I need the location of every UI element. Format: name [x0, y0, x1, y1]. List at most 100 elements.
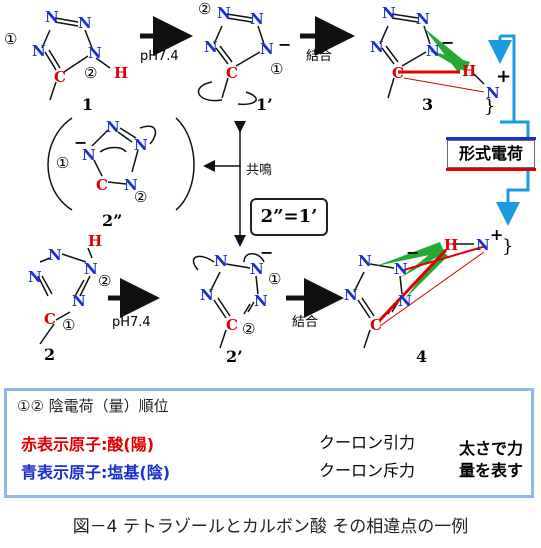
atom-h: H: [88, 232, 102, 250]
atom-n: N: [82, 146, 96, 164]
atom-n: N: [124, 176, 138, 194]
legend-note-line2: 量を表す: [459, 461, 524, 480]
legend: ①② 陰電荷（量）順位 赤表示原子:酸(陽) 青表示原子:塩基(陰) クーロン引…: [4, 388, 534, 498]
resonance-arrows: 共鳴: [203, 121, 272, 247]
arrow-deprotonation-2: pH7.4: [108, 278, 160, 330]
negative-charge: −: [406, 243, 419, 262]
atom-n: N: [486, 84, 500, 102]
charge-rank-2: ②: [98, 272, 111, 290]
negative-charge: −: [260, 243, 273, 262]
atom-n: N: [382, 4, 396, 22]
charge-rank-2: ②: [198, 0, 211, 18]
charge-rank-2: ②: [242, 320, 255, 338]
negative-charge: −: [441, 33, 454, 52]
compound-label-2: 2: [44, 345, 55, 364]
atom-n: N: [358, 252, 372, 270]
atom-n: N: [88, 44, 102, 62]
charge-rank-2: ②: [84, 64, 97, 82]
legend-red-row: 赤表示原子:酸(陽): [21, 431, 154, 455]
bind-label: 結合: [292, 315, 318, 330]
equivalence-label: 2”=1’: [250, 198, 328, 236]
atom-n: N: [426, 42, 440, 60]
molecule-2-double-prime: N N N N C − ① ② 2”: [47, 117, 195, 230]
atom-n: N: [106, 118, 120, 136]
legend-blue-value: 塩基(陰): [107, 463, 171, 482]
ph-label: pH7.4: [112, 315, 151, 330]
molecule-2: N N N N C H ② ① 2: [28, 232, 111, 364]
compound-label-1-prime: 1’: [256, 95, 273, 114]
atom-n: N: [476, 236, 490, 254]
figure-caption: 図－4 テトラゾールとカルボン酸 その相違点の一例: [72, 517, 469, 537]
charge-rank-1: ①: [4, 30, 17, 48]
resonance-label: 共鳴: [246, 163, 272, 178]
molecule-3: N N N N C H N + − } 3: [370, 4, 511, 117]
atom-n: N: [78, 14, 92, 32]
compound-label-3: 3: [422, 95, 433, 114]
atom-c: C: [226, 316, 238, 334]
atom-c: C: [370, 316, 382, 334]
atom-n: N: [72, 292, 86, 310]
atom-n: N: [84, 260, 98, 278]
charge-rank-1: ①: [270, 60, 283, 78]
legend-blue-prefix: 青表示原子:: [21, 463, 108, 482]
atom-n: N: [217, 4, 231, 22]
formal-charge-connector: [488, 34, 530, 226]
ph-label: pH7.4: [140, 49, 179, 64]
charge-rank-2: ②: [134, 188, 147, 206]
atom-c: C: [96, 176, 108, 194]
compound-label-2-prime: 2’: [226, 347, 243, 366]
charge-rank-1: ①: [62, 316, 75, 334]
atom-n: N: [32, 42, 46, 60]
legend-attraction: クーロン引力: [319, 433, 416, 452]
compound-label-1: 1: [82, 95, 93, 114]
negative-charge: −: [74, 133, 87, 152]
arrow-binding-top: 結合: [300, 16, 355, 64]
brace: }: [502, 236, 513, 257]
legend-title: ①② 陰電荷（量）順位: [17, 397, 169, 415]
atom-n: N: [250, 10, 264, 28]
atom-c: C: [392, 64, 404, 82]
atom-n: N: [344, 286, 358, 304]
atom-h: H: [462, 62, 476, 80]
atom-n: N: [48, 246, 62, 264]
molecule-2-prime: N N N N C − ① ② 2’: [192, 243, 281, 366]
atom-n: N: [28, 268, 42, 286]
atom-n: N: [416, 10, 430, 28]
molecule-1: N N N N C H ① ② 1: [4, 8, 128, 114]
brace: }: [484, 96, 495, 117]
atom-n: N: [134, 136, 148, 154]
atom-c: C: [54, 68, 66, 86]
atom-n: N: [370, 38, 384, 56]
legend-repulsion: クーロン斥力: [319, 461, 416, 480]
molecule-1-prime: N N N N C − ② ① 1’: [197, 0, 291, 114]
positive-charge: +: [496, 66, 511, 87]
legend-red-prefix: 赤表示原子:: [21, 435, 108, 454]
formal-charge-label: 形式電荷: [446, 137, 536, 171]
atom-n: N: [200, 286, 214, 304]
compound-label-4: 4: [416, 347, 427, 366]
legend-note-line1: 太さで力: [459, 439, 524, 458]
compound-label-2-double-prime: 2”: [102, 211, 122, 230]
atom-c: C: [226, 64, 238, 82]
legend-blue-row: 青表示原子:塩基(陰): [21, 459, 170, 483]
negative-charge: −: [278, 35, 291, 54]
atom-n: N: [254, 292, 268, 310]
atom-n: N: [250, 260, 264, 278]
charge-rank-1: ①: [268, 270, 281, 288]
molecule-4: N N N N C H N + } − 4: [344, 225, 513, 366]
charge-rank-1: ①: [56, 154, 69, 172]
atom-h: H: [444, 236, 458, 254]
atom-n: N: [394, 260, 408, 278]
atom-c: C: [44, 310, 56, 328]
atom-n: N: [45, 8, 59, 26]
legend-red-value: 酸(陽): [107, 435, 155, 454]
atom-n: N: [260, 40, 274, 58]
atom-n: N: [204, 38, 218, 56]
positive-charge: +: [490, 225, 503, 244]
atom-n: N: [214, 252, 228, 270]
atom-h: H: [114, 64, 128, 82]
bind-label: 結合: [306, 49, 332, 64]
arrow-deprotonation: pH7.4: [140, 16, 193, 64]
atom-n: N: [398, 292, 412, 310]
arrow-binding-bottom: 結合: [286, 278, 344, 330]
